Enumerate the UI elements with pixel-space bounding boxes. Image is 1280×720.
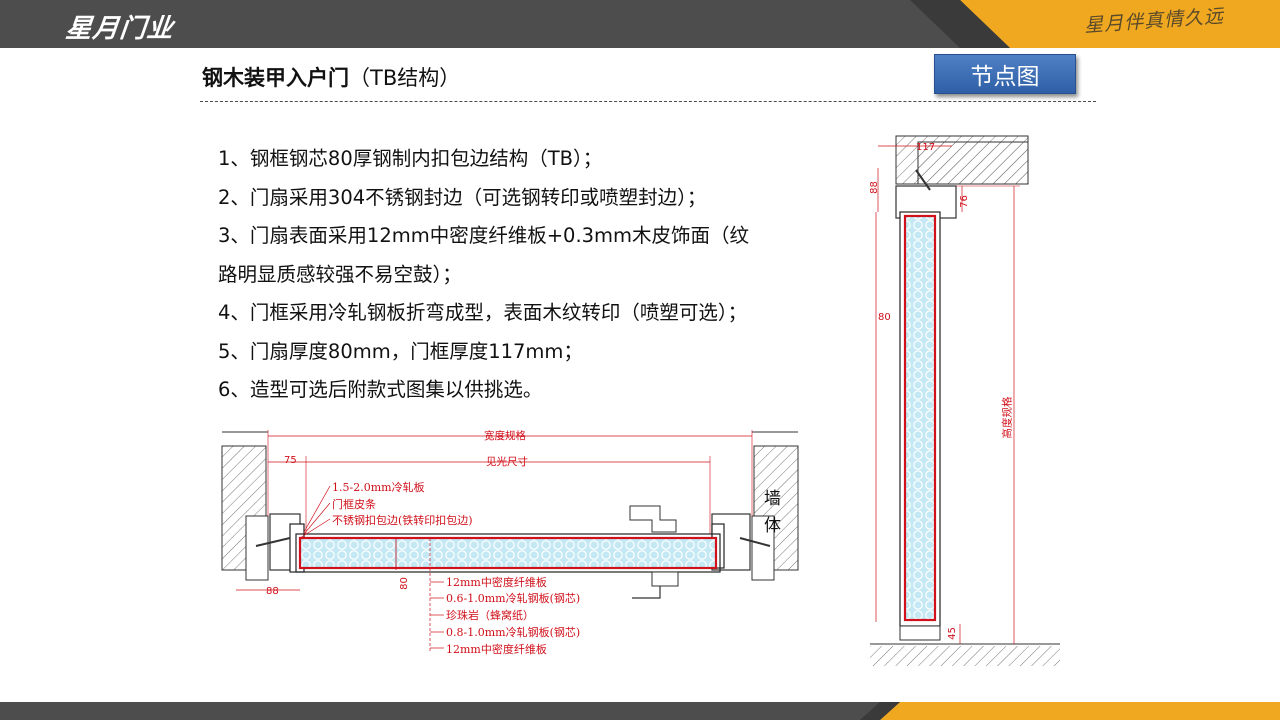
dim-75-label: 75 <box>284 455 297 466</box>
feature-list: 1、钢框钢芯80厚钢制内扣包边结构（TB）； 2、门扇采用304不锈钢封边（可选… <box>218 140 818 410</box>
height-spec-label: 高度规格 <box>1001 396 1014 439</box>
dim-117-label: 117 <box>916 142 936 153</box>
feature-item: 3、门扇表面采用12mm中密度纤维板+0.3mm木皮饰面（纹 <box>218 224 750 247</box>
page-title: 钢木装甲入户门（TB结构） <box>202 62 460 92</box>
dim-88-vertical-label: 88 <box>868 181 880 194</box>
callout-perlite: 珍珠岩（蜂窝纸） <box>446 609 534 622</box>
clear-size-label: 见光尺寸 <box>486 456 528 468</box>
title-main: 钢木装甲入户门 <box>202 66 349 90</box>
title-divider <box>200 101 1096 102</box>
feature-item: 路明显质感较强不易空鼓）； <box>218 262 462 286</box>
callout-mdf-outer: 12mm中密度纤维板 <box>446 576 547 589</box>
feature-item: 2、门扇采用304不锈钢封边（可选钢转印或喷塑封边）； <box>218 185 707 209</box>
bottom-banner <box>0 702 1280 720</box>
callout-mdf-inner: 12mm中密度纤维板 <box>446 643 547 656</box>
dim-88-label: 88 <box>266 586 279 597</box>
width-spec-label: 宽度规格 <box>484 430 526 442</box>
feature-item: 5、门扇厚度80mm，门框厚度117mm； <box>218 339 583 363</box>
top-banner: 星月门业 星月伴真情久远 <box>0 0 1280 48</box>
callout-frame-strip: 门框皮条 <box>332 498 376 511</box>
dim-80-label: 80 <box>398 577 410 590</box>
feature-item: 1、钢框钢芯80厚钢制内扣包边结构（TB）； <box>218 147 603 170</box>
node-diagram-button[interactable]: 节点图 <box>934 54 1076 94</box>
feature-item: 4、门框采用冷轧钢板折弯成型，表面木纹转印（喷塑可选）； <box>218 301 748 324</box>
dim-80-section-label: 80 <box>878 312 891 323</box>
dim-45-label: 45 <box>946 627 958 640</box>
title-sub: （TB结构） <box>349 66 461 90</box>
callout-cold-rolled-plate: 1.5-2.0mm冷轧板 <box>332 481 425 494</box>
wall-label-1: 墙 <box>764 489 781 509</box>
wall-label-2: 体 <box>764 516 781 536</box>
feature-item: 6、造型可选后附款式图集以供挑选。 <box>218 378 543 401</box>
callout-stainless-edge: 不锈钢扣包边(铁转印扣包边) <box>332 514 473 527</box>
dim-76-label: 76 <box>958 195 970 208</box>
callout-steel-core-2: 0.8-1.0mm冷轧钢板(钢芯) <box>446 626 581 639</box>
callout-steel-core-1: 0.6-1.0mm冷轧钢板(钢芯) <box>446 592 581 605</box>
top-banner-graphic <box>0 0 1280 48</box>
